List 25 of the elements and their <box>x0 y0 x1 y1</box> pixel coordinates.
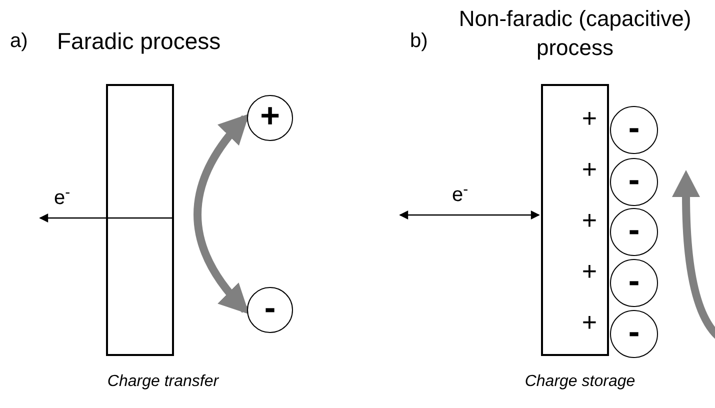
arrow <box>194 114 250 314</box>
caption-text: Charge transfer <box>106 372 220 392</box>
panel-letter: b) <box>410 29 428 54</box>
charge-sign: + <box>582 258 597 284</box>
charge-sign: - <box>628 315 640 349</box>
charge-sign: + <box>582 206 597 233</box>
edge-label: e$^{-}$ <box>452 183 468 207</box>
panel-letter: a) <box>10 29 28 54</box>
charge-sign: - <box>628 111 640 145</box>
charge-sign: - <box>628 213 640 247</box>
charge-sign: - <box>628 264 640 298</box>
arrow <box>399 210 540 220</box>
panel-title: Non-faradic (capacitive) process <box>458 5 692 62</box>
charge-sign: + <box>582 309 597 336</box>
charge-sign: + <box>582 104 597 131</box>
charge-sign: + <box>582 156 597 182</box>
caption-text: Charge storage <box>524 372 636 392</box>
charge-sign: + <box>260 99 280 133</box>
arrow <box>39 214 174 222</box>
edge-label: e$^{-}$ <box>54 186 70 210</box>
electrode-box <box>106 84 174 356</box>
panel-title: Faradic process <box>57 27 221 56</box>
charge-sign: - <box>264 291 276 325</box>
charge-sign: - <box>628 163 640 197</box>
electrode-box <box>541 84 609 356</box>
